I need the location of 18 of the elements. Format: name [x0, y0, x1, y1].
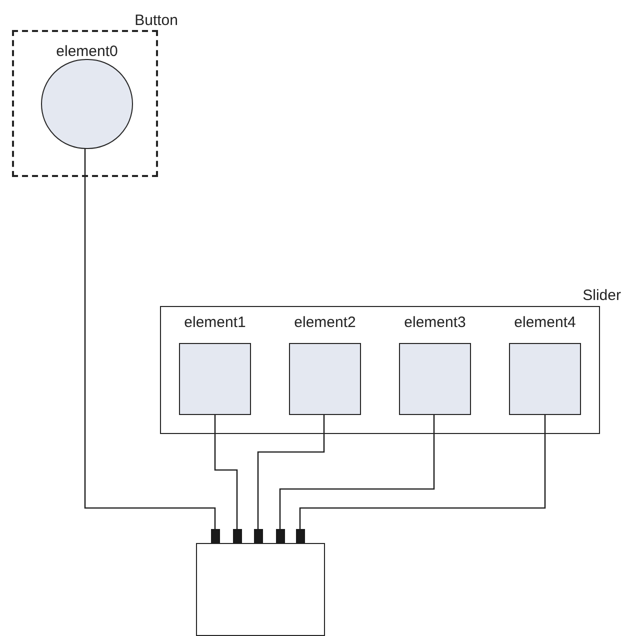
node-label: element3 — [404, 315, 466, 330]
connector-pin — [210, 529, 220, 543]
node-label: element1 — [184, 315, 246, 330]
connector-line — [214, 414, 238, 529]
node-label: element0 — [56, 44, 118, 59]
device-box — [196, 543, 325, 636]
connector-pin — [276, 529, 284, 543]
node-label: element2 — [294, 315, 356, 330]
connector-pin — [254, 529, 262, 543]
connector-line — [279, 414, 435, 529]
connector-line — [299, 414, 546, 529]
connector-pin — [296, 529, 304, 543]
node-label: Button — [134, 12, 178, 29]
node-label: Slider — [582, 287, 621, 304]
node-label: element4 — [514, 315, 576, 330]
connector-line — [84, 147, 216, 529]
connector-pin — [232, 529, 242, 543]
connector-line — [257, 414, 325, 529]
